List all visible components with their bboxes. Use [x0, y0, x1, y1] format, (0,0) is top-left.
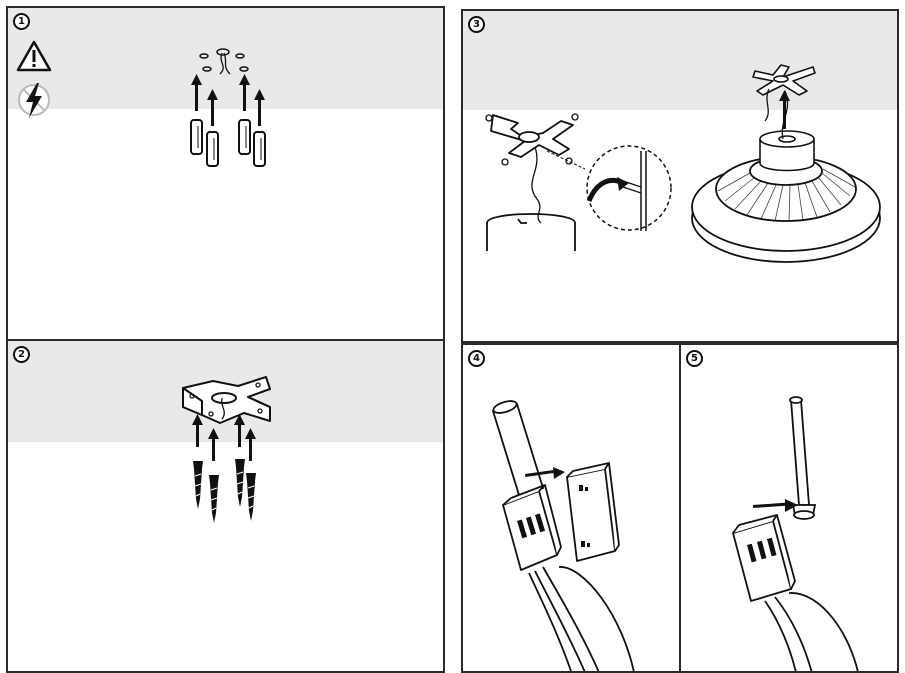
lamp-wire: [532, 147, 541, 223]
step-1-panel: 1: [6, 6, 445, 342]
dashed-leader: [547, 151, 585, 169]
up-arrow: [779, 90, 790, 129]
step-3-illustration: [463, 11, 899, 343]
cable: [765, 593, 859, 673]
step-2-panel: 2: [6, 339, 445, 673]
wall-plugs: [191, 120, 265, 166]
screw-threads: [195, 472, 254, 510]
lamp-canopy: [487, 214, 575, 251]
step-1-illustration: [8, 8, 445, 342]
screws: [193, 459, 256, 523]
step-3-panel: 3: [461, 9, 899, 343]
step-2-illustration: [8, 341, 445, 673]
mounting-bracket: [491, 115, 573, 157]
step-5-illustration: [681, 345, 899, 673]
top-bracket: [753, 65, 815, 95]
detail-magnifier: [587, 146, 671, 231]
ceiling-holes: [200, 49, 248, 71]
lamp-socket: [760, 131, 814, 171]
lamp-body: [692, 157, 880, 262]
connector-cover: [567, 463, 619, 561]
cable: [529, 567, 635, 673]
ceiling-wire: [220, 53, 230, 74]
step-4-illustration: [463, 345, 682, 673]
lamp-tube: [492, 399, 543, 495]
step-4-panel: 4: [461, 343, 682, 673]
up-arrows: [191, 74, 265, 126]
step-5-panel: 5: [679, 343, 899, 673]
right-arrow: [753, 499, 798, 512]
lamp-tube: [790, 397, 815, 519]
